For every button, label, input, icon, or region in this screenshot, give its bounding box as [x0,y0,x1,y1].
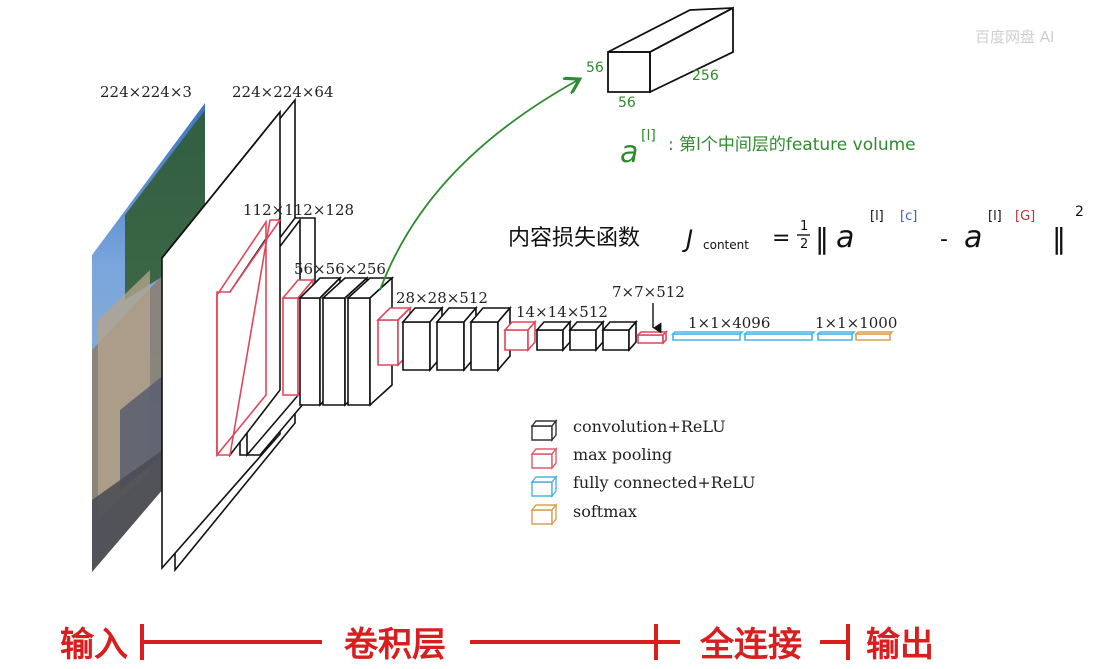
loss-a2: a [964,220,982,255]
conv2-dim-label: 112×112×128 [243,201,354,219]
loss-subscript: content [703,238,749,252]
fc-dim-label: 1×1×4096 [688,314,770,332]
loss-a1: a [836,220,854,255]
loss-a2-sup-g: [G] [1015,209,1035,224]
conv5-dim-label: 14×14×512 [516,303,608,321]
stage-conv-label: 卷积层 [344,625,446,665]
loss-a2-sup-l: [l] [988,209,1002,224]
watermark-text: 百度网盘 AI [975,28,1054,46]
stage-input-label: 输入 [60,625,128,665]
legend: convolution+ReLU max pooling fully conne… [530,417,756,526]
volume-height-label: 56 [586,60,604,76]
activation-a: a [620,135,638,170]
loss-half-den: 2 [800,237,808,252]
loss-bar-close: ‖ [1052,222,1066,255]
loss-minus: - [940,227,948,252]
stage-fc-label: 全连接 [699,625,802,665]
loss-eq: = [772,226,790,251]
stage-output-label: 输出 [866,625,934,665]
content-loss-formula: 内容损失函数 J content = 1 2 ‖ a [l] [c] - a [… [508,204,1084,255]
legend-label-softmax: softmax [573,502,637,521]
conv4-dim-label: 28×28×512 [396,289,488,307]
pool5-dim-label: 7×7×512 [612,283,685,301]
output-dim-label: 1×1×1000 [815,314,897,332]
loss-a1-sup-c: [c] [900,209,917,224]
conv4-block [376,305,512,373]
loss-half-num: 1 [800,219,808,234]
volume-width-label: 56 [618,95,636,111]
legend-label-fc: fully connected+ReLU [573,473,756,492]
stage-bar: 输入 卷积层 全连接 输出 [60,624,934,665]
conv1-dim-label: 224×224×64 [232,83,333,101]
legend-item-maxpool: max pooling [530,445,672,470]
feature-volume-cuboid [607,6,734,94]
legend-item-conv: convolution+ReLU [530,417,726,442]
annotation-arrow [379,80,578,291]
loss-bar-open: ‖ [815,222,829,255]
softmax-layer [854,331,894,341]
loss-J: J [682,225,693,253]
loss-prefix: 内容损失函数 [508,226,640,251]
legend-label-maxpool: max pooling [573,445,672,464]
loss-a1-sup-l: [l] [870,209,884,224]
loss-power: 2 [1075,204,1084,220]
conv3-block [281,276,395,407]
legend-item-fc: fully connected+ReLU [530,473,756,498]
fc-layers [671,331,856,341]
activation-description: : 第l个中间层的feature volume [668,135,916,155]
volume-depth-label: 256 [692,68,719,84]
conv3-dim-label: 56×56×256 [294,260,386,278]
pool5-block [636,330,668,345]
input-image [92,103,205,572]
conv5-block [503,319,638,353]
legend-item-softmax: softmax [530,502,637,526]
activation-sup: [l] [641,128,656,144]
input-dim-label: 224×224×3 [100,83,192,101]
legend-label-conv: convolution+ReLU [573,417,726,436]
